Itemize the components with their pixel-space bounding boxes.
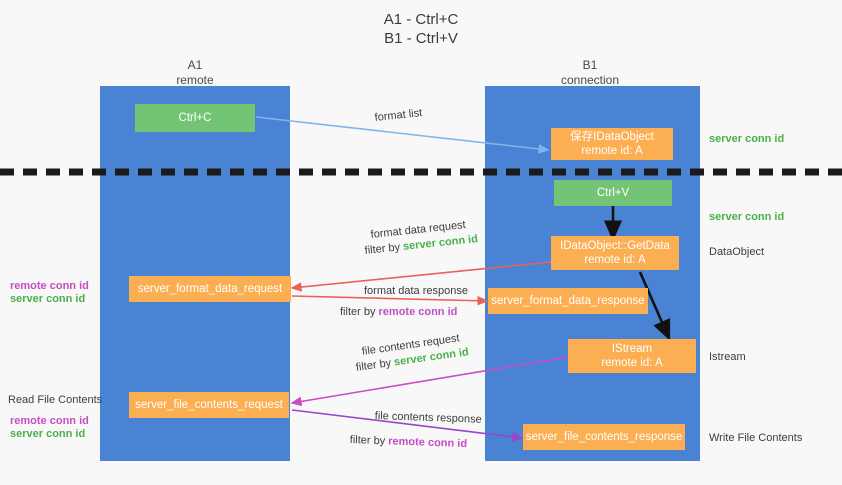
column-header-a1-sub: remote — [176, 73, 214, 87]
filter-by-text-1: filter by — [364, 240, 404, 257]
node-istream-line2: remote id: A — [601, 357, 663, 369]
note-write-file-contents: Write File Contents — [709, 432, 803, 444]
note-server-conn-id-2: server conn id — [10, 428, 86, 440]
node-server-format-data-request-label: server_format_data_request — [137, 283, 283, 295]
node-save-dataobject-line2: remote id: A — [581, 145, 643, 157]
remote-conn-id-text-1: remote conn id — [378, 306, 458, 318]
filter-by-text-2: filter by — [340, 306, 379, 318]
node-save-dataobject-line1: 保存IDataObject — [570, 131, 654, 143]
node-server-file-contents-request[interactable]: server_file_contents_request — [129, 392, 289, 418]
column-header-b1-sub: connection — [560, 73, 620, 87]
column-header-a1-name: A1 — [187, 58, 203, 72]
note-read-file-contents: Read File Contents — [8, 394, 103, 406]
node-istream-line1: IStream — [611, 343, 653, 355]
note-remote-conn-id-2: remote conn id — [10, 415, 89, 427]
note-remote-conn-id-1: remote conn id — [10, 280, 89, 292]
node-server-file-contents-response[interactable]: server_file_contents_response — [523, 424, 685, 450]
remote-conn-id-text-2: remote conn id — [388, 435, 468, 451]
edge-label-format-data-response-filter: filter by remote conn id — [340, 305, 457, 320]
column-header-b1-name: B1 — [582, 58, 598, 72]
node-getdata-line1: IDataObject::GetData — [560, 240, 670, 252]
edge-label-format-list: format list — [374, 107, 423, 124]
node-ctrl-v-label: Ctrl+V — [596, 187, 630, 199]
node-server-file-contents-response-label: server_file_contents_response — [525, 431, 683, 443]
note-server-conn-id-mid: server conn id — [709, 211, 785, 223]
node-ctrl-v[interactable]: Ctrl+V — [554, 180, 672, 206]
node-server-file-contents-request-label: server_file_contents_request — [135, 399, 283, 411]
note-istream: Istream — [709, 351, 746, 363]
node-getdata-line2: remote id: A — [584, 254, 646, 266]
note-dataobject: DataObject — [709, 246, 765, 258]
node-save-dataobject[interactable]: 保存IDataObject remote id: A — [551, 128, 673, 160]
page-title: A1 - Ctrl+C B1 - Ctrl+V — [383, 11, 459, 47]
edge-label-file-contents-response: file contents response — [374, 409, 482, 426]
filter-by-text-3: filter by — [355, 356, 395, 374]
edge-label-file-contents-response-filter: filter by remote conn id — [349, 433, 468, 452]
node-server-format-data-response-label: server_format_data_response — [491, 295, 645, 307]
filter-by-text-4: filter by — [349, 433, 389, 448]
node-server-format-data-response[interactable]: server_format_data_response — [488, 288, 648, 314]
node-ctrl-c[interactable]: Ctrl+C — [135, 104, 255, 132]
note-server-conn-id-1: server conn id — [10, 293, 86, 305]
node-server-format-data-request[interactable]: server_format_data_request — [129, 276, 291, 302]
note-server-conn-id-top: server conn id — [709, 133, 785, 145]
node-getdata[interactable]: IDataObject::GetData remote id: A — [551, 236, 679, 270]
edge-label-format-data-response: format data response — [364, 285, 468, 297]
node-ctrl-c-label: Ctrl+C — [178, 112, 212, 124]
node-istream[interactable]: IStream remote id: A — [568, 339, 696, 373]
